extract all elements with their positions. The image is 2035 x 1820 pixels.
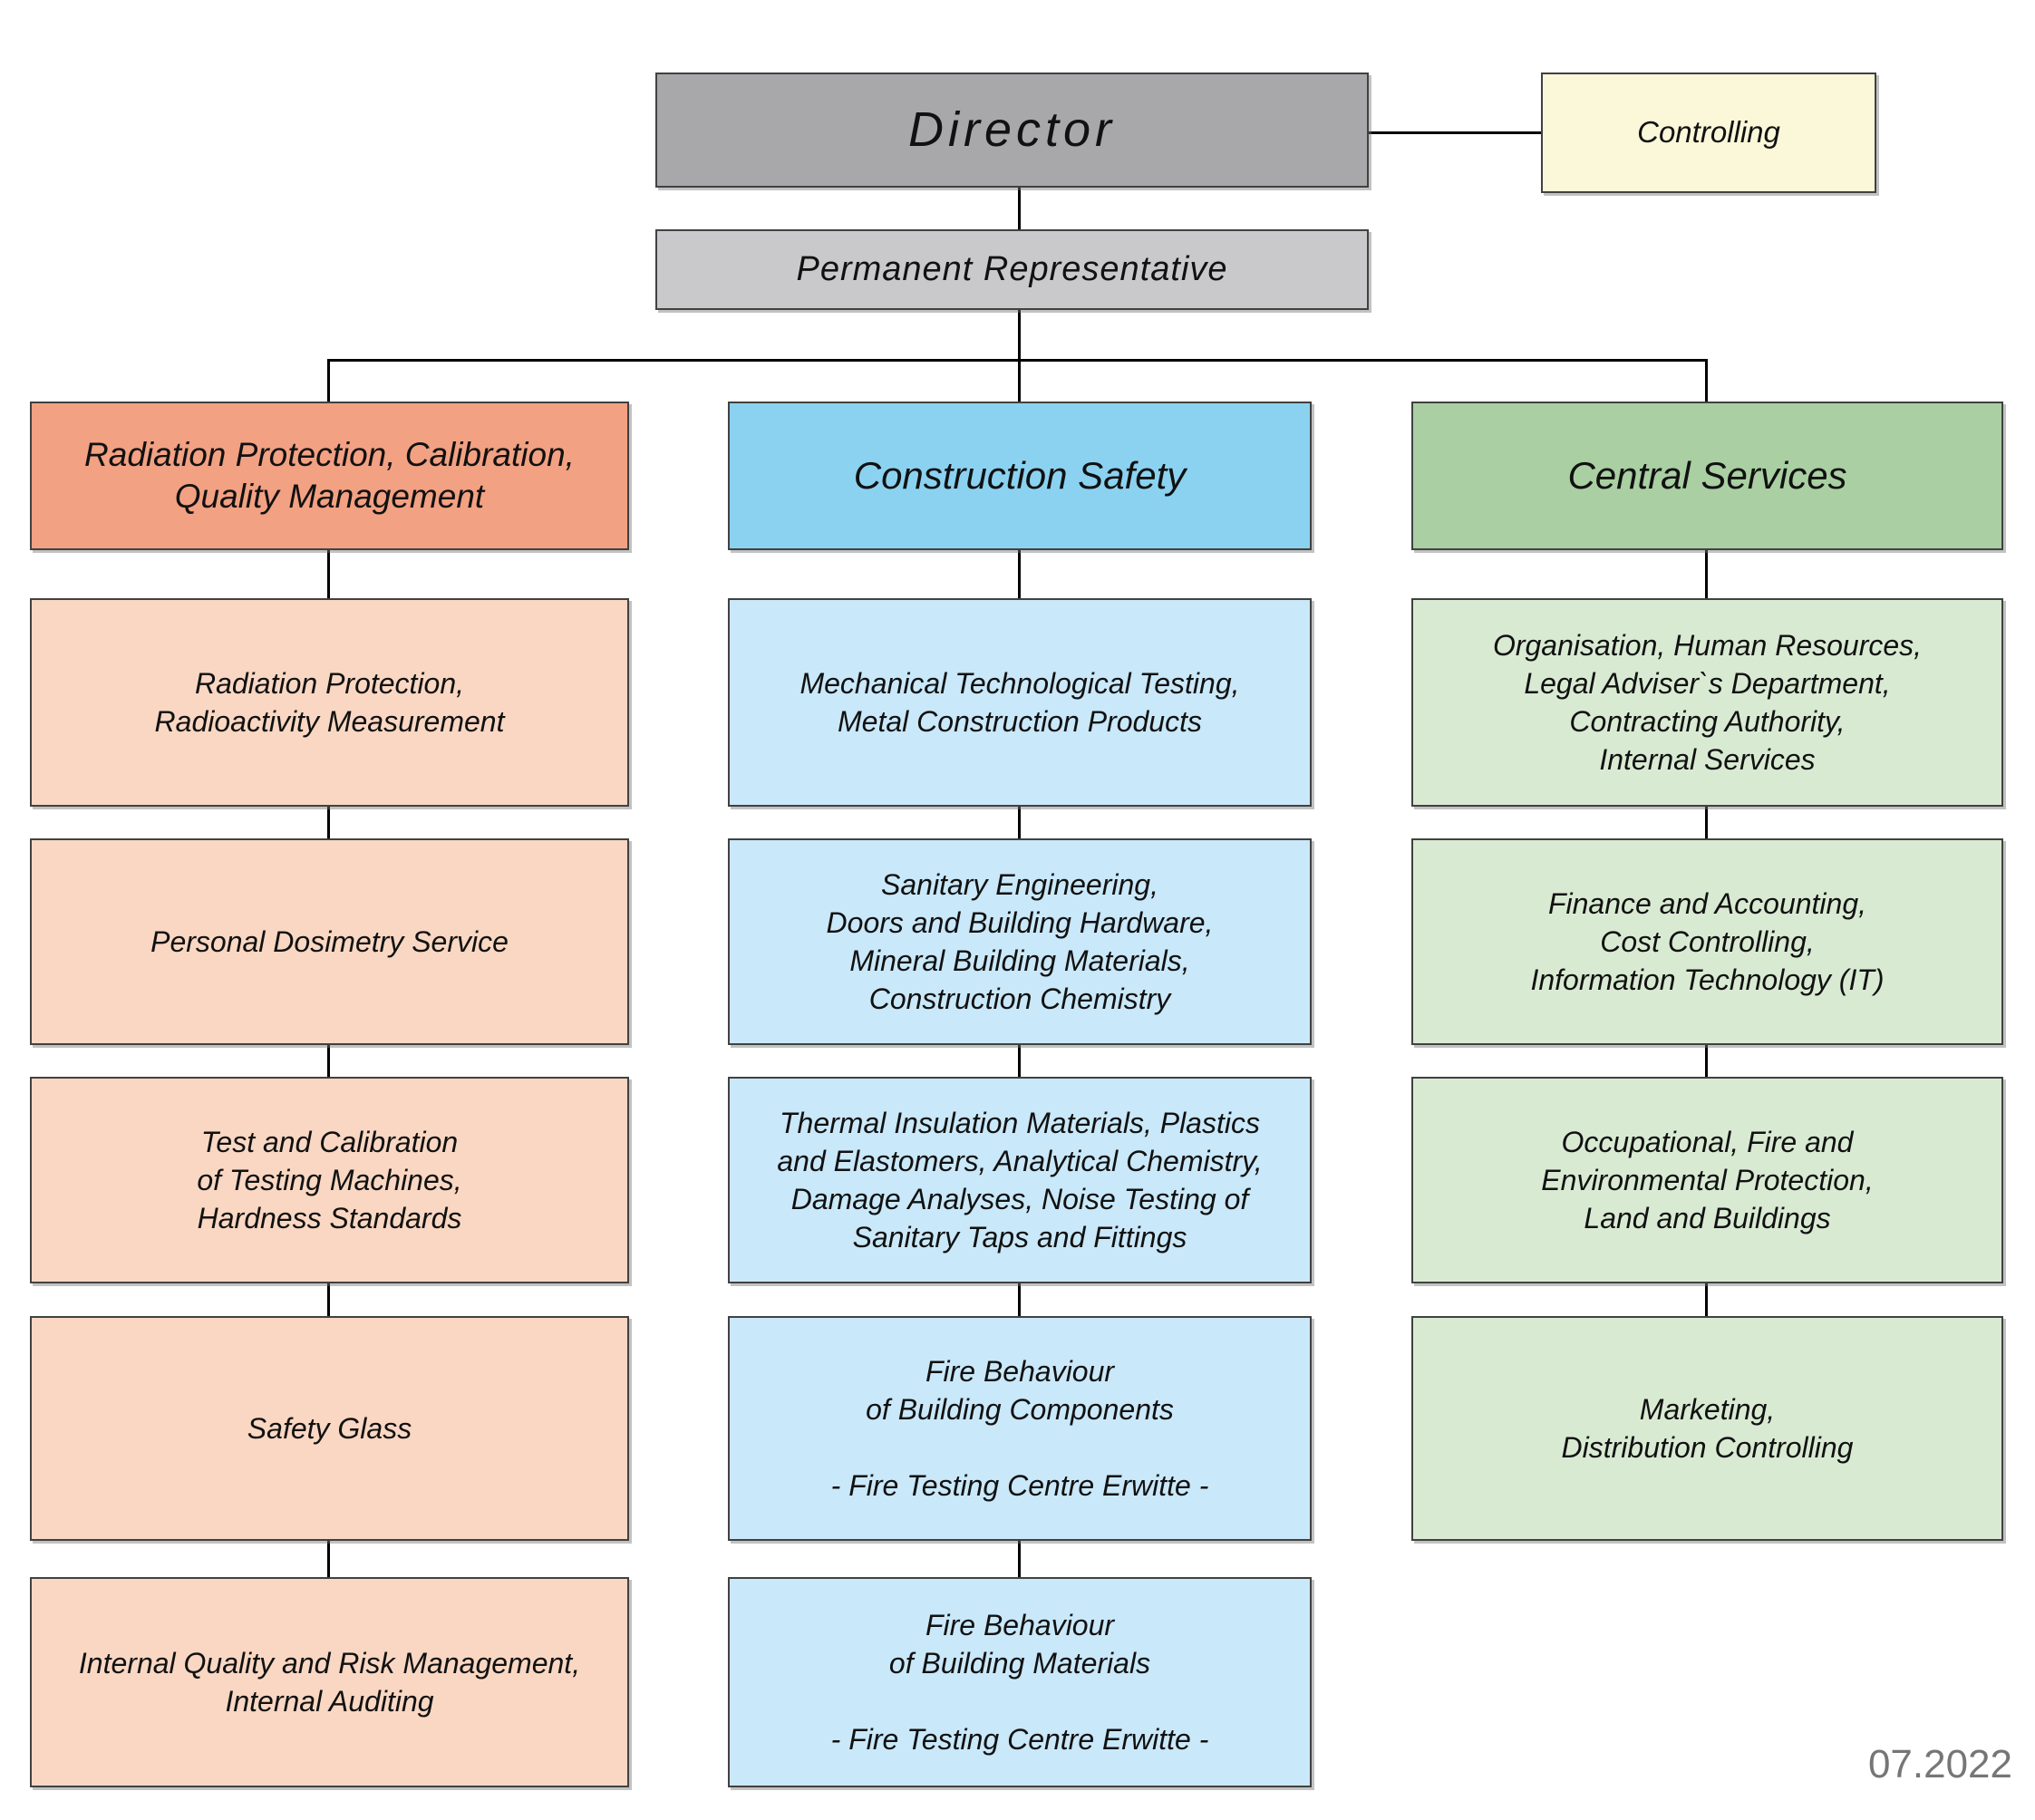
connector-line	[1705, 550, 1708, 598]
connector-line	[327, 1283, 330, 1316]
thermal-insulation-box: Thermal Insulation Materials, Plastics a…	[728, 1077, 1312, 1283]
connector-line	[1018, 359, 1021, 402]
connector-line	[1018, 1045, 1021, 1077]
finance-accounting-box: Finance and Accounting, Cost Controlling…	[1411, 838, 2003, 1045]
connector-line	[1018, 188, 1021, 229]
organisation-hr-box: Organisation, Human Resources, Legal Adv…	[1411, 598, 2003, 807]
connector-line	[327, 359, 330, 402]
mechanical-testing-box: Mechanical Technological Testing, Metal …	[728, 598, 1312, 807]
fire-behaviour-components-box: Fire Behaviour of Building Components - …	[728, 1316, 1312, 1541]
connector-line	[1705, 1283, 1708, 1316]
connector-line	[327, 550, 330, 598]
connector-line	[327, 359, 1708, 362]
radiation-protection-column-header: Radiation Protection, Calibration, Quali…	[30, 402, 629, 550]
internal-quality-box: Internal Quality and Risk Management, In…	[30, 1577, 629, 1787]
connector-line	[1018, 1283, 1021, 1316]
connector-line	[1705, 807, 1708, 838]
permanent-representative-box: Permanent Representative	[655, 229, 1369, 310]
connector-line	[1018, 310, 1021, 360]
radiation-radioactivity-box: Radiation Protection, Radioactivity Meas…	[30, 598, 629, 807]
director-box: Director	[655, 73, 1369, 188]
connector-line	[327, 807, 330, 838]
controlling-box: Controlling	[1541, 73, 1876, 193]
marketing-box: Marketing, Distribution Controlling	[1411, 1316, 2003, 1541]
connector-line	[327, 1541, 330, 1577]
connector-line	[1018, 1541, 1021, 1577]
connector-line	[1705, 359, 1708, 402]
connector-line	[327, 1045, 330, 1077]
version-date: 07.2022	[1867, 1742, 2012, 1786]
connector-line	[1018, 807, 1021, 838]
connector-line	[1018, 550, 1021, 598]
test-calibration-box: Test and Calibration of Testing Machines…	[30, 1077, 629, 1283]
occupational-protection-box: Occupational, Fire and Environmental Pro…	[1411, 1077, 2003, 1283]
central-services-column-header: Central Services	[1411, 402, 2003, 550]
connector-line	[1705, 1045, 1708, 1077]
sanitary-engineering-box: Sanitary Engineering, Doors and Building…	[728, 838, 1312, 1045]
construction-safety-column-header: Construction Safety	[728, 402, 1312, 550]
personal-dosimetry-box: Personal Dosimetry Service	[30, 838, 629, 1045]
fire-behaviour-materials-box: Fire Behaviour of Building Materials - F…	[728, 1577, 1312, 1787]
safety-glass-box: Safety Glass	[30, 1316, 629, 1541]
connector-line	[1369, 131, 1541, 134]
